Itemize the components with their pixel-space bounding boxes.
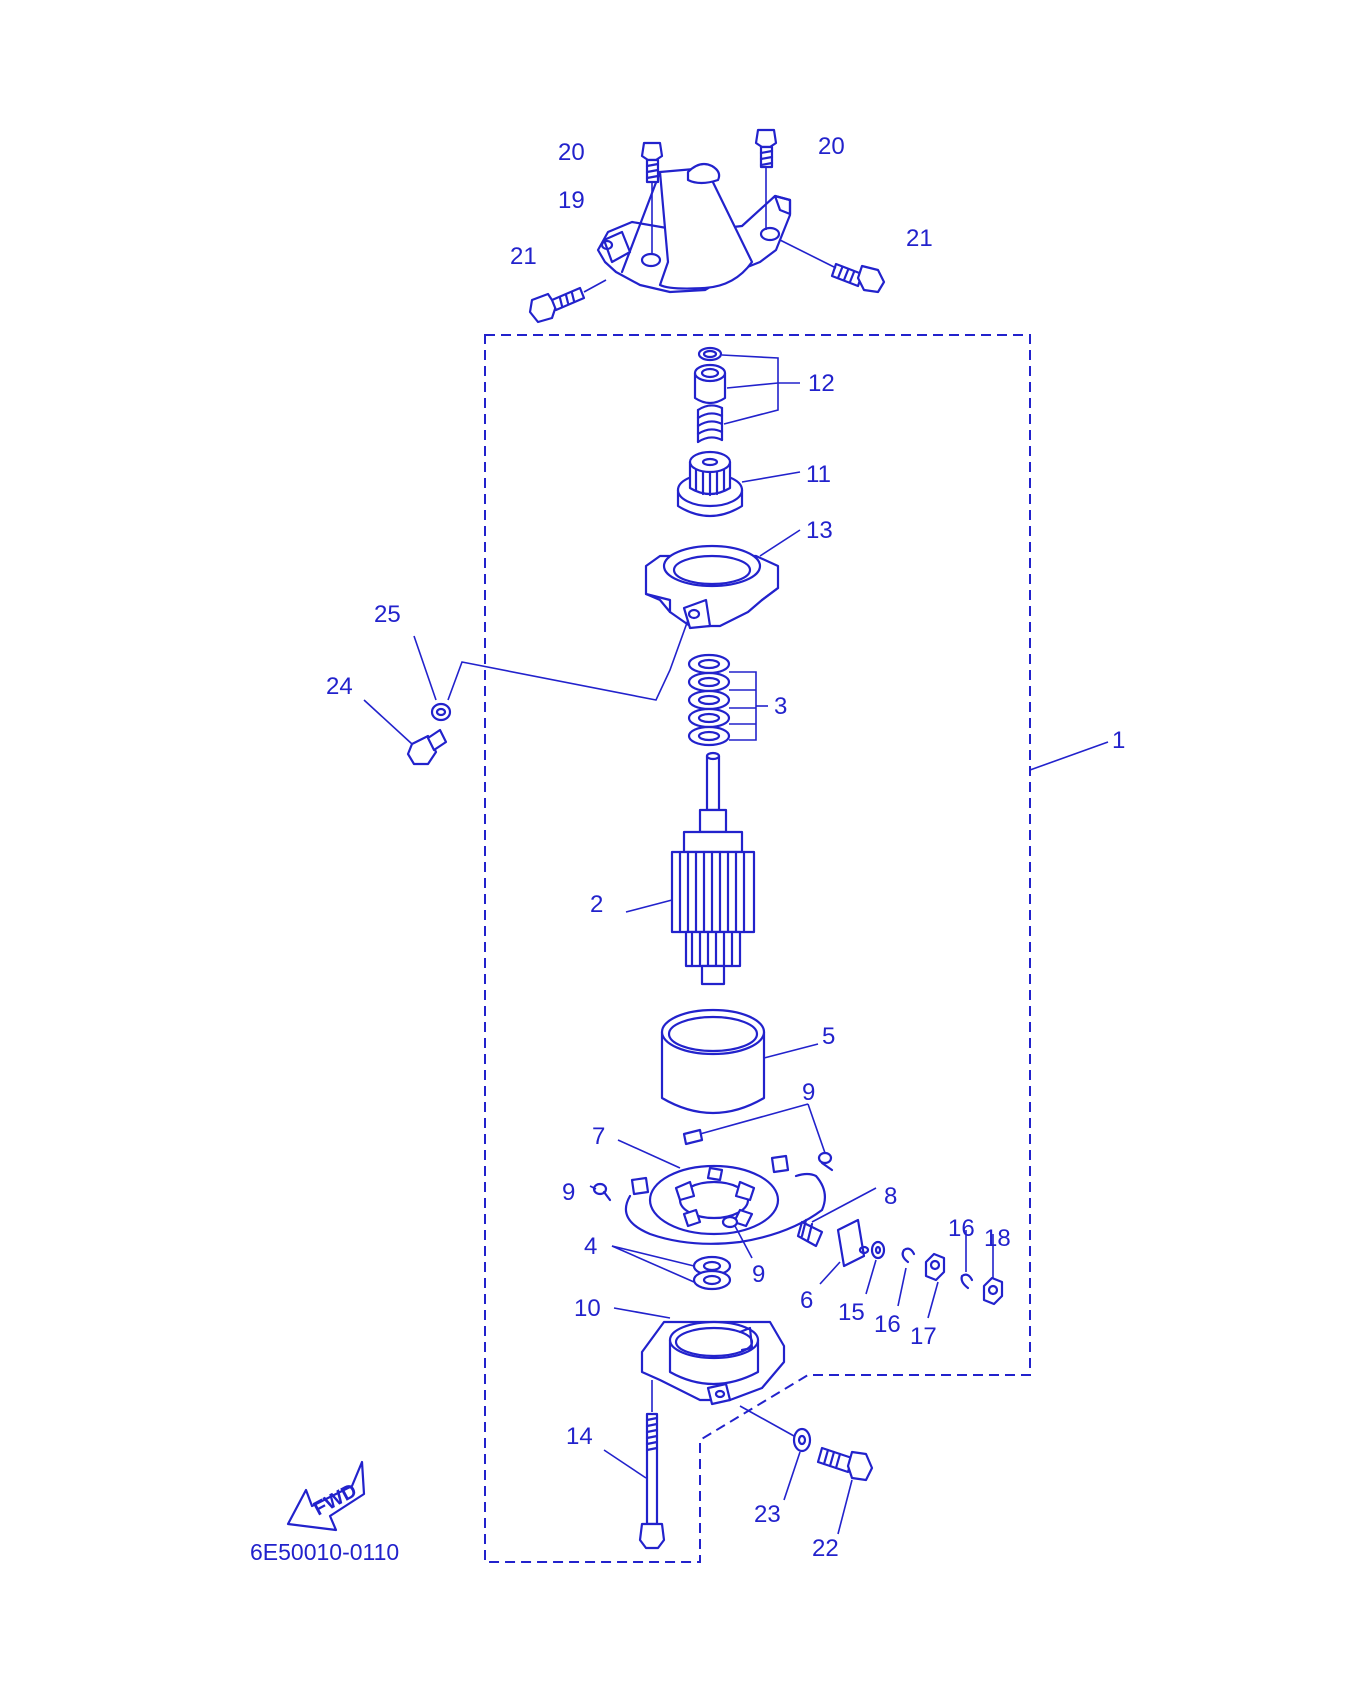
lead-wire — [447, 619, 689, 701]
callout-12: 12 — [808, 370, 835, 397]
screw-part-9-top — [682, 1103, 809, 1146]
through-bolt-part-14 — [603, 1380, 666, 1550]
callout-18: 18 — [984, 1225, 1011, 1252]
callout-15: 15 — [838, 1299, 865, 1326]
callout-9-top: 9 — [802, 1079, 815, 1106]
callout-14: 14 — [566, 1423, 593, 1450]
callout-6: 6 — [800, 1287, 813, 1314]
washer-stack-part-3 — [687, 653, 768, 747]
callout-19: 19 — [558, 187, 585, 214]
washer-part-15 — [865, 1240, 886, 1295]
pinion-gear-part-11 — [676, 450, 801, 517]
callout-3: 3 — [774, 693, 787, 720]
callout-21-right: 21 — [906, 225, 933, 252]
callout-9-left: 9 — [562, 1179, 575, 1206]
callout-2: 2 — [590, 891, 603, 918]
bolt-part-22 — [816, 1446, 874, 1535]
callout-17: 17 — [910, 1323, 937, 1350]
terminal-bolt-part-8 — [796, 1187, 877, 1248]
screw-part-9-left — [589, 1182, 612, 1202]
callout-13: 13 — [806, 517, 833, 544]
screw-part-9-right — [807, 1103, 834, 1172]
diagram-code: 6E50010-0110 — [250, 1539, 399, 1565]
callout-1: 1 — [1112, 727, 1125, 754]
callout-23: 23 — [754, 1501, 781, 1528]
screw-part-9-bottom — [721, 1215, 753, 1259]
yoke-part-5 — [660, 1008, 819, 1114]
fwd-label: FWD — [310, 1480, 361, 1521]
rear-cover-part-10 — [613, 1307, 786, 1406]
callout-25: 25 — [374, 601, 401, 628]
lock-washer-part-16-a — [897, 1247, 916, 1307]
brush-part-right — [770, 1154, 790, 1174]
washer-part-25 — [413, 635, 452, 722]
nut-part-17 — [924, 1252, 946, 1319]
callout-21-left: 21 — [510, 243, 537, 270]
bolt-part-24 — [363, 699, 448, 766]
front-bracket-part-13 — [644, 529, 801, 630]
callout-20-right: 20 — [818, 133, 845, 160]
callout-16-right: 16 — [948, 1215, 975, 1242]
pinion-stop-set-part-12 — [693, 346, 800, 444]
washer-part-4 — [611, 1245, 732, 1291]
bolt-part-20-right — [754, 128, 778, 230]
bolt-part-20-left — [640, 141, 664, 255]
callout-4: 4 — [584, 1233, 597, 1260]
washer-part-23 — [739, 1405, 812, 1501]
callout-22: 22 — [812, 1535, 839, 1562]
callout-5: 5 — [822, 1023, 835, 1050]
nut-part-18 — [982, 1234, 1004, 1306]
plate-part-6 — [819, 1218, 870, 1285]
armature-part-2 — [625, 751, 756, 986]
callout-16-left: 16 — [874, 1311, 901, 1338]
bolt-part-21-right — [779, 239, 886, 294]
callout-7: 7 — [592, 1123, 605, 1150]
callout-9-bottom: 9 — [752, 1261, 765, 1288]
brush-part-left — [630, 1176, 650, 1196]
callout-10: 10 — [574, 1295, 601, 1322]
lock-washer-part-16-b — [960, 1230, 974, 1290]
callout-8: 8 — [884, 1183, 897, 1210]
callout-24: 24 — [326, 673, 353, 700]
callout-20-left: 20 — [558, 139, 585, 166]
fwd-direction-badge: FWD — [286, 1460, 366, 1532]
bolt-part-21-left — [528, 279, 607, 324]
callout-11: 11 — [806, 461, 831, 488]
brush-holder-part-7 — [617, 1139, 827, 1245]
assembly-boundary — [484, 334, 1109, 1563]
gear-housing-part-19 — [596, 162, 792, 294]
